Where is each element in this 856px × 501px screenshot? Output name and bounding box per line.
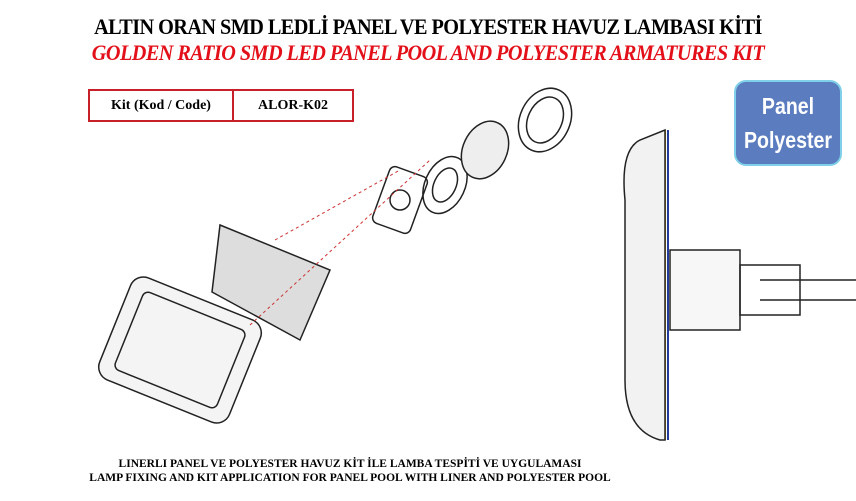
- niche: [460, 120, 510, 180]
- title-turkish: ALTIN ORAN SMD LEDLİ PANEL VE POLYESTER …: [94, 14, 762, 39]
- title-english: GOLDEN RATIO SMD LED PANEL POOL AND POLY…: [91, 40, 765, 65]
- footer-english: LAMP FIXING AND KIT APPLICATION FOR PANE…: [89, 472, 611, 484]
- panel-polyester-badge: Panel Polyester: [734, 80, 842, 166]
- lamp-frame: [97, 276, 263, 424]
- cross-section: [623, 128, 856, 441]
- bracket: [371, 165, 429, 235]
- led-panel: [211, 223, 331, 342]
- kit-label: Kit (Kod / Code): [90, 91, 234, 120]
- kit-code-table: Kit (Kod / Code) ALOR-K02: [88, 89, 354, 122]
- badge-line2: Polyester: [743, 127, 833, 153]
- badge-line1: Panel: [761, 93, 815, 119]
- gasket: [422, 155, 468, 215]
- kit-code: ALOR-K02: [258, 97, 328, 113]
- footer-turkish: LINERLI PANEL VE POLYESTER HAVUZ KİT İLE…: [118, 458, 582, 470]
- ring: [517, 87, 573, 153]
